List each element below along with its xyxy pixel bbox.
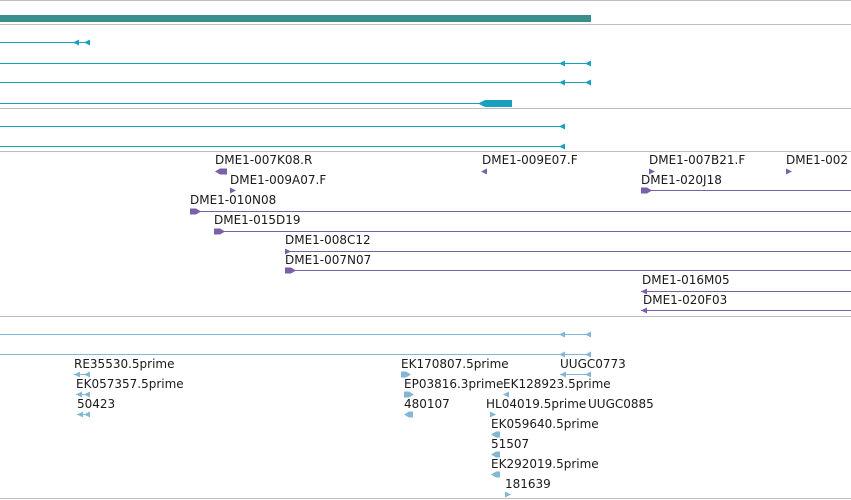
est-feature[interactable] [503, 391, 509, 398]
clone-feature[interactable] [214, 228, 851, 235]
est-label[interactable]: RE35530.5prime [74, 357, 175, 371]
est-feature[interactable] [505, 491, 511, 498]
est-feature[interactable] [77, 411, 90, 418]
clone-label[interactable]: DME1-010N08 [190, 193, 277, 207]
est-label[interactable]: HL04019.5prime [486, 397, 587, 411]
clone-label[interactable]: DME1-008C12 [285, 233, 371, 247]
clone-label[interactable]: DME1-007B21.F [649, 153, 746, 167]
est-feature[interactable] [491, 451, 500, 458]
est-label[interactable]: UUGC0885 [588, 397, 654, 411]
clone-label[interactable]: DME1-016M05 [642, 273, 730, 287]
est-feature[interactable] [560, 371, 591, 378]
est-feature[interactable] [404, 411, 413, 418]
est-label[interactable]: EK057357.5prime [76, 377, 184, 391]
transcript-feature[interactable] [0, 123, 565, 130]
clone-label[interactable]: DME1-020J18 [641, 173, 722, 187]
est-label[interactable]: EK059640.5prime [491, 417, 599, 431]
gene-model-feature[interactable] [0, 15, 591, 22]
transcript-feature[interactable] [0, 143, 565, 150]
clone-label[interactable]: DME1-009E07.F [482, 153, 578, 167]
clone-feature[interactable] [786, 168, 792, 175]
clone-feature[interactable] [190, 208, 851, 215]
clone-feature[interactable] [481, 168, 487, 175]
est-label[interactable]: EK170807.5prime [401, 357, 509, 371]
est-feature[interactable] [0, 351, 591, 358]
clone-feature[interactable] [230, 187, 236, 194]
clone-label[interactable]: DME1-009A07.F [230, 173, 327, 187]
est-feature[interactable] [76, 391, 90, 398]
clone-feature[interactable] [641, 187, 851, 194]
est-feature[interactable] [401, 371, 411, 378]
est-label[interactable]: 480107 [404, 397, 450, 411]
clone-label[interactable]: DME1-020F03 [643, 293, 728, 307]
transcript-feature[interactable] [0, 39, 90, 46]
est-label[interactable]: EP03816.3prime [404, 377, 504, 391]
clone-feature[interactable] [641, 307, 851, 314]
est-label[interactable]: 181639 [505, 477, 551, 491]
transcript-feature[interactable] [0, 79, 591, 86]
est-feature[interactable] [0, 331, 591, 338]
est-label[interactable]: EK128923.5prime [503, 377, 611, 391]
clone-label[interactable]: DME1-007K08.R [215, 153, 313, 167]
est-feature[interactable] [491, 431, 500, 438]
clone-feature[interactable] [285, 248, 851, 255]
clone-label[interactable]: DME1-015D19 [214, 213, 301, 227]
clone-feature[interactable] [641, 288, 851, 295]
est-feature[interactable] [491, 471, 500, 478]
clone-feature[interactable] [285, 267, 851, 274]
clone-feature[interactable] [649, 168, 655, 175]
clone-feature[interactable] [215, 168, 227, 175]
transcript-feature[interactable] [0, 60, 591, 67]
est-feature[interactable] [404, 391, 414, 398]
est-label[interactable]: EK292019.5prime [491, 457, 599, 471]
est-label[interactable]: 51507 [491, 437, 530, 451]
est-feature[interactable] [490, 411, 496, 418]
est-label[interactable]: UUGC0773 [560, 357, 626, 371]
est-label[interactable]: 50423 [77, 397, 116, 411]
clone-label[interactable]: DME1-002 [786, 153, 849, 167]
est-feature[interactable] [74, 371, 90, 378]
clone-label[interactable]: DME1-007N07 [285, 253, 372, 267]
transcript-feature[interactable] [0, 100, 512, 107]
